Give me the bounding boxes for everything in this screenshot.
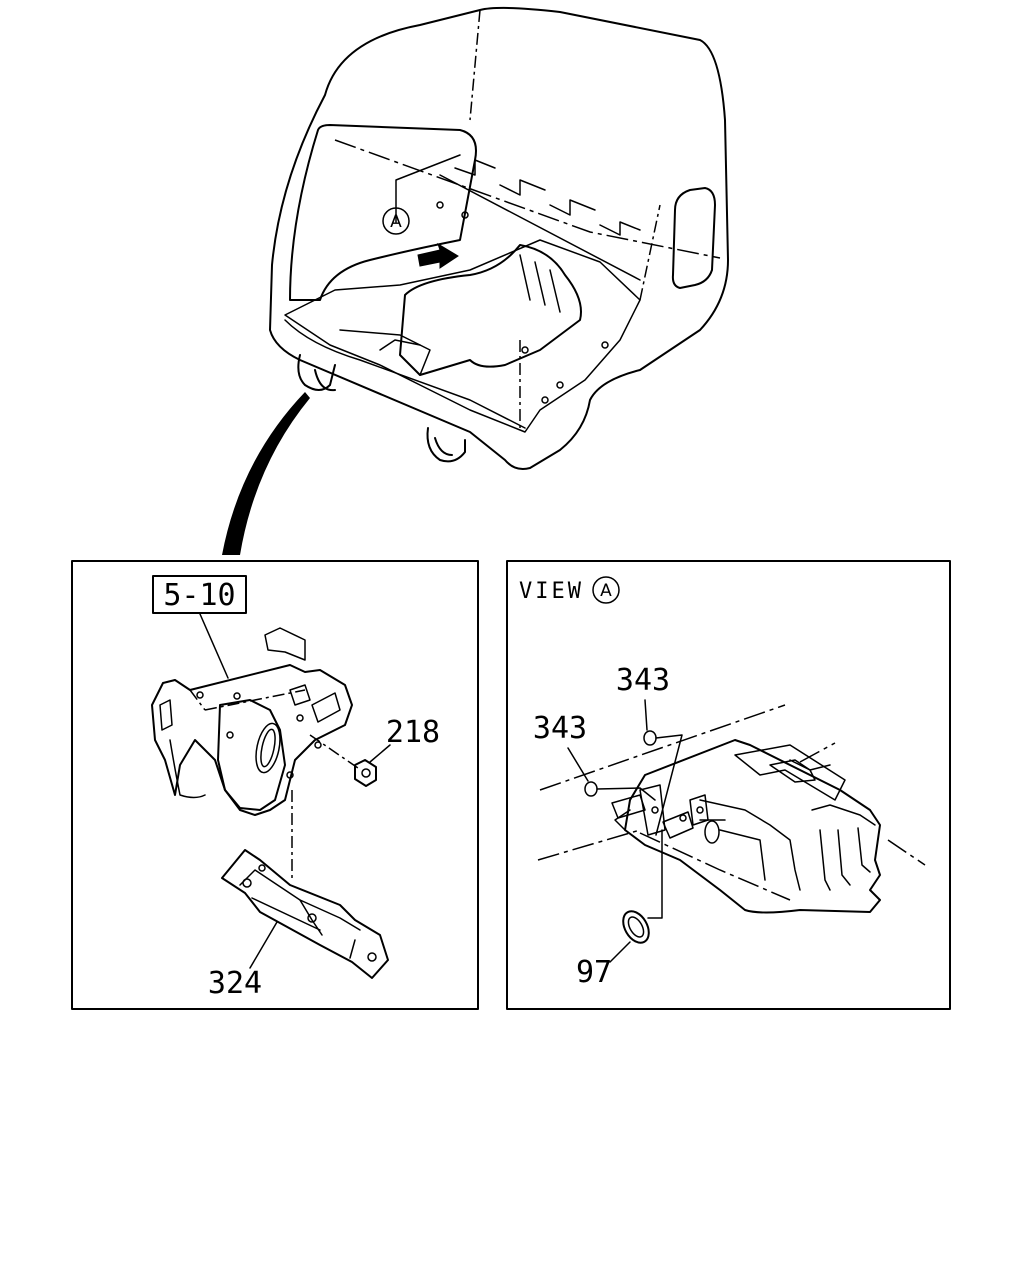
callout-343-upper: 343 bbox=[616, 663, 670, 698]
reference-box-label: 5-10 bbox=[163, 578, 235, 613]
view-marker-label: A bbox=[390, 212, 402, 232]
cab-illustration: A bbox=[269, 6, 729, 470]
left-detail-panel: 5-10 218 bbox=[71, 560, 479, 1010]
view-title-marker-circle bbox=[592, 576, 620, 604]
reference-box bbox=[152, 575, 247, 614]
view-marker-circle bbox=[382, 207, 410, 235]
bracket-assembly bbox=[151, 627, 353, 816]
right-detail-panel: VIEW A bbox=[506, 560, 951, 1010]
nut-part bbox=[309, 734, 377, 787]
callout-218: 218 bbox=[386, 715, 440, 750]
plug-part-upper bbox=[643, 730, 657, 746]
callout-343-lower: 343 bbox=[533, 711, 587, 746]
lower-bracket-part bbox=[221, 849, 389, 979]
view-title: VIEW bbox=[519, 579, 584, 604]
callout-97: 97 bbox=[576, 955, 612, 990]
floor-pan-detail bbox=[611, 739, 881, 914]
grommet-part bbox=[622, 910, 650, 944]
plug-part-lower bbox=[584, 781, 598, 797]
callout-324: 324 bbox=[208, 966, 262, 1001]
view-title-marker: A bbox=[600, 581, 612, 601]
detail-connector bbox=[222, 392, 310, 555]
